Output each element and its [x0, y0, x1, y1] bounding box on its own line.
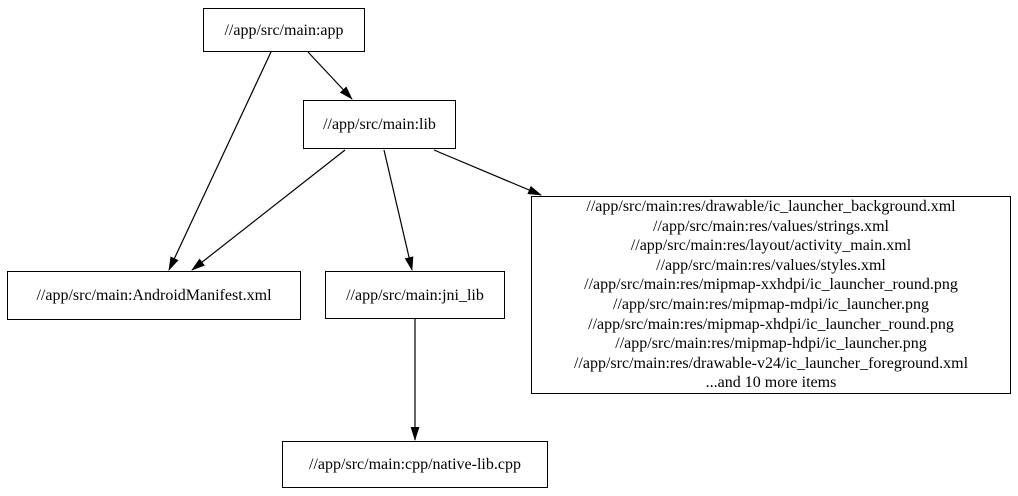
node-android-manifest: //app/src/main:AndroidManifest.xml: [7, 271, 301, 320]
res-file-line: //app/src/main:res/values/styles.xml: [656, 256, 886, 274]
res-file-line: //app/src/main:res/drawable-v24/ic_launc…: [573, 354, 969, 372]
node-android-manifest-label: //app/src/main:AndroidManifest.xml: [36, 287, 272, 304]
res-file-line: //app/src/main:res/layout/activity_main.…: [630, 237, 912, 255]
res-file-line: //app/src/main:res/mipmap-xxhdpi/ic_laun…: [584, 276, 958, 294]
node-native-lib: //app/src/main:cpp/native-lib.cpp: [282, 441, 548, 488]
edge-app-to-lib: [307, 51, 353, 100]
edge-lib-to-manifest: [191, 149, 346, 271]
res-file-line: //app/src/main:res/mipmap-mdpi/ic_launch…: [613, 296, 929, 313]
res-file-line: //app/src/main:res/mipmap-hdpi/ic_launch…: [615, 335, 927, 353]
node-native-lib-label: //app/src/main:cpp/native-lib.cpp: [309, 456, 521, 473]
node-lib-label: //app/src/main:lib: [323, 116, 436, 133]
res-file-line: //app/src/main:res/drawable/ic_launcher_…: [586, 198, 956, 216]
node-lib: //app/src/main:lib: [303, 100, 456, 149]
node-jni-lib: //app/src/main:jni_lib: [325, 271, 505, 319]
edge-app-to-manifest: [168, 51, 272, 271]
node-app: //app/src/main:app: [203, 8, 365, 52]
res-file-line: //app/src/main:res/values/strings.xml: [653, 217, 889, 235]
res-file-line: //app/src/main:res/mipmap-xhdpi/ic_launc…: [588, 315, 954, 333]
edge-lib-to-res-files: [433, 149, 542, 196]
edge-lib-to-jni-lib: [383, 149, 414, 271]
res-files-more-items: ...and 10 more items: [705, 374, 837, 392]
node-res-files: //app/src/main:res/drawable/ic_launcher_…: [531, 196, 1011, 394]
node-jni-lib-label: //app/src/main:jni_lib: [346, 286, 484, 304]
node-app-label: //app/src/main:app: [224, 21, 344, 39]
